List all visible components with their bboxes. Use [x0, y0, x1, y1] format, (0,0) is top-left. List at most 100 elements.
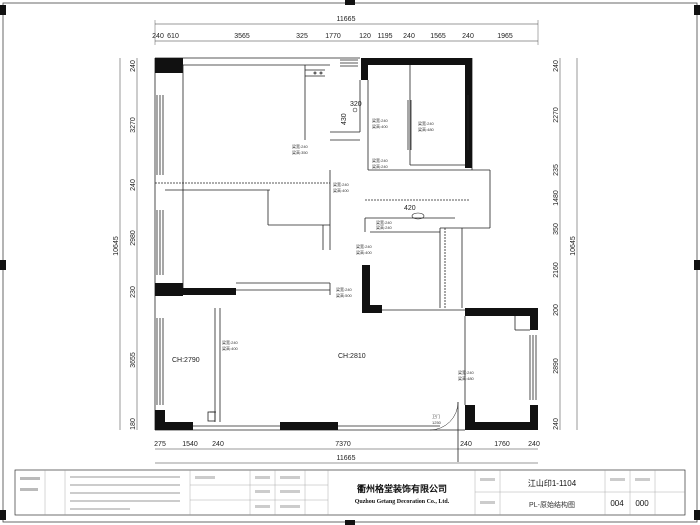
- beam-note: 梁宽:240: [458, 369, 475, 375]
- dim-label: 240: [553, 60, 560, 72]
- dim-label: 1760: [494, 441, 510, 448]
- project-name: 江山印1-1104: [528, 478, 577, 488]
- dim-label: 1965: [497, 33, 513, 40]
- wall-segment: [465, 422, 538, 430]
- top-segment-dimension: 240 610 3565 325 1770 120 1195 240 1565 …: [152, 33, 538, 42]
- beam-note: 梁宽:240: [418, 120, 435, 126]
- dim-label: 240: [460, 441, 472, 448]
- wall-segment: [362, 265, 370, 310]
- wall-segment: [280, 422, 338, 430]
- structural-column: [155, 283, 183, 296]
- registration-mark: [0, 510, 6, 520]
- fine-print-block: [255, 505, 270, 508]
- dim-label: 2980: [130, 230, 137, 246]
- beam-note: 梁高:240: [376, 224, 393, 230]
- fine-print-block: [610, 478, 625, 481]
- beam-note: 梁高:500: [336, 292, 353, 298]
- right-total-label: 10645: [570, 236, 577, 256]
- fine-print-block: [280, 490, 300, 493]
- beam-note: 梁高:480: [458, 375, 475, 381]
- floor-plan: [154, 57, 538, 462]
- dim-label: 275: [154, 441, 166, 448]
- fine-print-block: [20, 488, 38, 491]
- dim-label: 240: [130, 179, 137, 191]
- bottom-dimension: 275 1540 240 7370 240 1760 240 11665: [154, 441, 540, 464]
- structural-column: [530, 405, 538, 430]
- registration-mark: [345, 520, 355, 525]
- dim-label: 200: [553, 304, 560, 316]
- structural-column: [155, 410, 165, 430]
- drawing-number: 004: [610, 499, 624, 508]
- dim-label: 3565: [234, 33, 250, 40]
- fine-print-block: [20, 477, 40, 480]
- fine-print-block: [70, 500, 180, 502]
- beam-note: 梁宽:240: [292, 143, 309, 149]
- dim-label: 610: [167, 33, 179, 40]
- fine-print-block: [255, 490, 270, 493]
- beam-segment: [183, 288, 236, 295]
- dim-label: 1480: [553, 190, 560, 206]
- dim-label: 230: [130, 286, 137, 298]
- overall-width-label: 11665: [337, 16, 356, 23]
- beam-note: 梁宽:240: [372, 157, 389, 163]
- registration-mark: [694, 5, 700, 15]
- wall-segment: [361, 58, 472, 65]
- dim-label: 240: [130, 60, 137, 72]
- ceiling-height-left-room: CH:2790: [172, 357, 200, 364]
- company-name-en: Quzhou Getang Decoration Co., Ltd.: [355, 499, 450, 505]
- fine-print-block: [635, 478, 650, 481]
- wall-segment: [361, 58, 368, 80]
- registration-mark: [694, 510, 700, 520]
- left-total-label: 10645: [113, 236, 120, 256]
- registration-mark: [0, 260, 6, 270]
- fine-print-block: [480, 478, 495, 481]
- fine-print-block: [70, 484, 180, 486]
- structural-column: [155, 58, 183, 73]
- dim-label: 1770: [325, 33, 341, 40]
- beam-note: 梁高:400: [356, 249, 373, 255]
- door-note: 卫门: [432, 413, 440, 419]
- structural-column: [530, 308, 538, 330]
- dim-label: 2890: [553, 358, 560, 374]
- dim-label: 7370: [335, 441, 351, 448]
- ceiling-height-main-room: CH:2810: [338, 353, 366, 360]
- fine-print-block: [480, 501, 495, 504]
- fine-print-block: [70, 492, 180, 494]
- dim-label: 120: [359, 33, 371, 40]
- dim-label: 3655: [130, 352, 137, 368]
- beam-note: 梁宽:240: [222, 339, 239, 345]
- dim-label: 1195: [377, 33, 392, 40]
- company-name: 衢州格堂装饰有限公司: [357, 483, 447, 494]
- wall-segment: [362, 305, 382, 313]
- left-dimension: 10645 240 3270 240 2980 230 3655 180: [113, 58, 138, 430]
- dim-label: 240: [212, 441, 224, 448]
- overall-width-label: 11665: [337, 455, 356, 462]
- dim-label: 325: [296, 33, 308, 40]
- beam-note: 梁宽:240: [376, 219, 393, 225]
- dim-label: 180: [130, 418, 137, 430]
- beam-note: 梁高:400: [222, 345, 239, 351]
- fine-print-block: [70, 508, 130, 510]
- fine-print-block: [280, 476, 300, 479]
- dim-label: 240: [553, 418, 560, 430]
- top-overall-dimension: 11665: [154, 16, 539, 45]
- dim-label: 240: [403, 33, 415, 40]
- wall-segment: [155, 422, 193, 430]
- wall-segment: [465, 308, 538, 316]
- fine-print-block: [255, 476, 270, 479]
- registration-mark: [345, 0, 355, 5]
- dim-label: 235: [553, 164, 560, 176]
- beam-note: 梁宽:240: [333, 181, 350, 187]
- dim-label: 240: [152, 33, 164, 40]
- dim-label: 1565: [430, 33, 446, 40]
- beam-annotations: 梁宽:240 梁高:350 梁宽:240 梁高:400 梁宽:240 梁高:48…: [222, 101, 475, 425]
- dim-label: 350: [553, 223, 560, 235]
- beam-note: 梁高:480: [418, 126, 435, 132]
- beam-note: 梁宽:240: [372, 117, 389, 123]
- height-label: 320: [350, 101, 362, 108]
- beam-note: 梁高:400: [333, 187, 350, 193]
- beam-note: 梁高:400: [372, 123, 389, 129]
- dim-label: 240: [462, 33, 474, 40]
- fine-print-block: [195, 476, 215, 479]
